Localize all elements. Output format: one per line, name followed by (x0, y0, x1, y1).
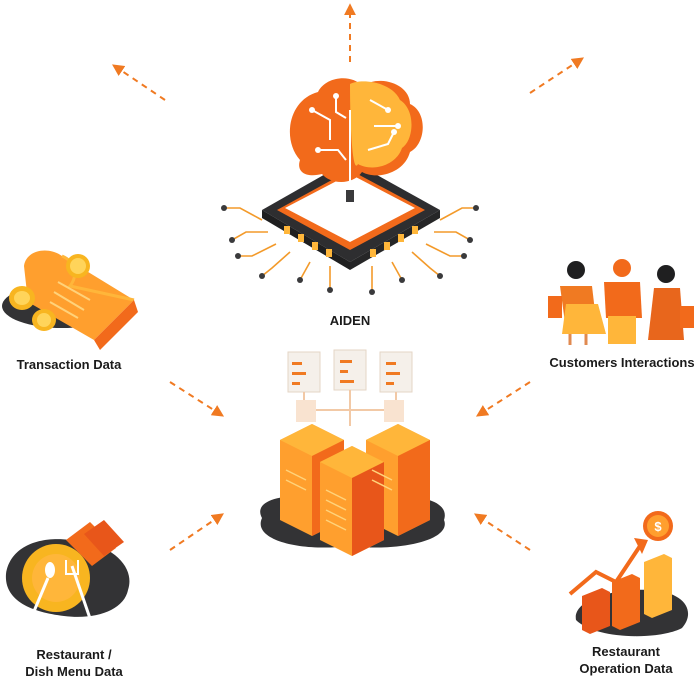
coin-icon (9, 254, 90, 331)
arrow-transaction-in (169, 381, 225, 417)
operation-label-line2: Operation Data (579, 661, 673, 676)
customers-people-icon (548, 259, 694, 345)
data-document-icon (287, 349, 413, 426)
arrow-menu-in (169, 513, 224, 551)
arrow-top-left (112, 64, 166, 101)
dollar-coin-icon: $ (643, 511, 673, 541)
operation-data-label: Restaurant Operation Data (556, 643, 696, 677)
flow-arrows (112, 3, 585, 551)
svg-text:$: $ (654, 519, 662, 534)
operation-label-line1: Restaurant (592, 644, 660, 659)
transaction-receipt-icon (2, 250, 138, 350)
arrow-top-right (529, 57, 585, 94)
operations-growth-chart-icon: $ (568, 511, 689, 637)
dish-menu-data-label: Restaurant / Dish Menu Data (4, 646, 144, 680)
dish-menu-plate-icon (5, 520, 130, 631)
arrow-customers-in (475, 381, 531, 417)
customers-interactions-label: Customers Interactions (549, 355, 695, 370)
transaction-data-label: Transaction Data (16, 357, 122, 372)
dish-menu-label-line1: Restaurant / (36, 647, 112, 662)
arrow-operations-in (473, 513, 531, 551)
fork-icon (65, 560, 96, 631)
spoon-icon (30, 562, 55, 617)
aiden-label: AIDEN (329, 313, 371, 328)
server-cluster-icon (260, 349, 445, 556)
dish-menu-label-line2: Dish Menu Data (25, 664, 123, 679)
aiden-brain-chip-icon (221, 78, 479, 295)
